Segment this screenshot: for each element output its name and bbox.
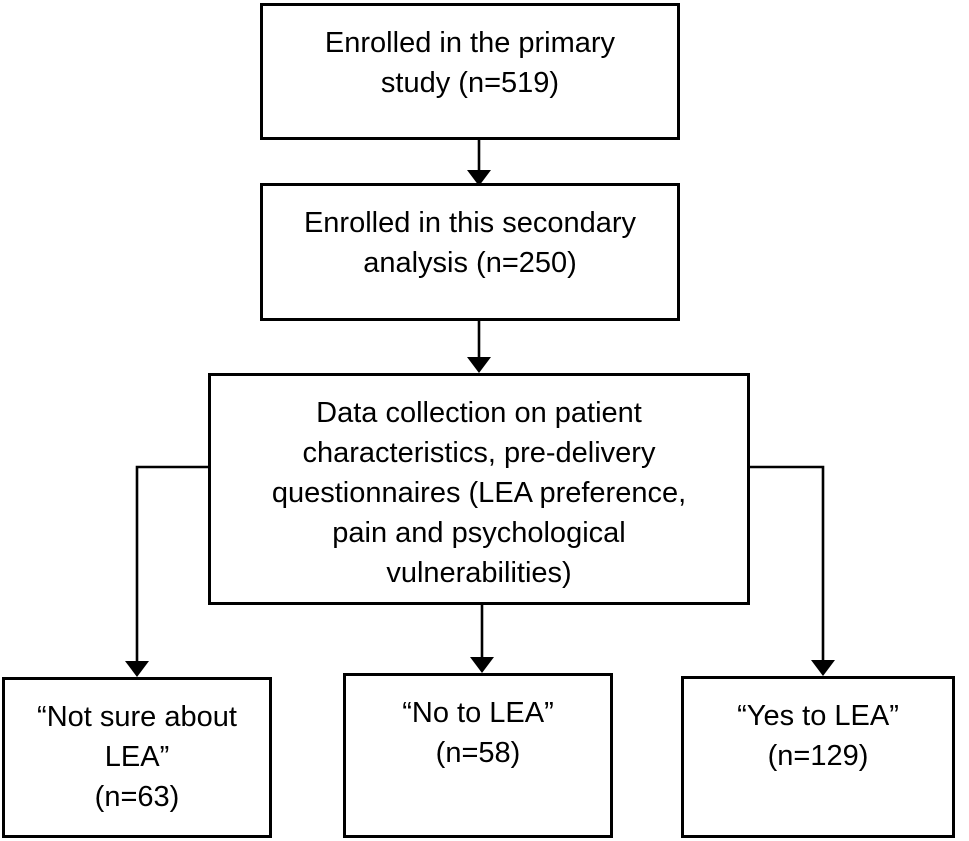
node-not-sure-about-lea: “Not sure about LEA” (n=63) bbox=[2, 677, 272, 838]
node-enrolled-primary-study: Enrolled in the primary study (n=519) bbox=[260, 3, 680, 140]
node-yes-to-lea: “Yes to LEA” (n=129) bbox=[681, 676, 955, 838]
node-no-to-lea: “No to LEA” (n=58) bbox=[343, 673, 613, 838]
arrow-data-collection-to-yes bbox=[750, 465, 835, 676]
arrow-data-collection-to-not-sure bbox=[125, 465, 208, 677]
node-enrolled-secondary-analysis: Enrolled in this secondary analysis (n=2… bbox=[260, 183, 680, 321]
arrow-primary-to-secondary bbox=[467, 140, 491, 186]
arrow-data-collection-to-no bbox=[470, 605, 494, 673]
arrow-secondary-to-data-collection bbox=[467, 321, 491, 373]
node-data-collection: Data collection on patient characteristi… bbox=[208, 373, 750, 605]
